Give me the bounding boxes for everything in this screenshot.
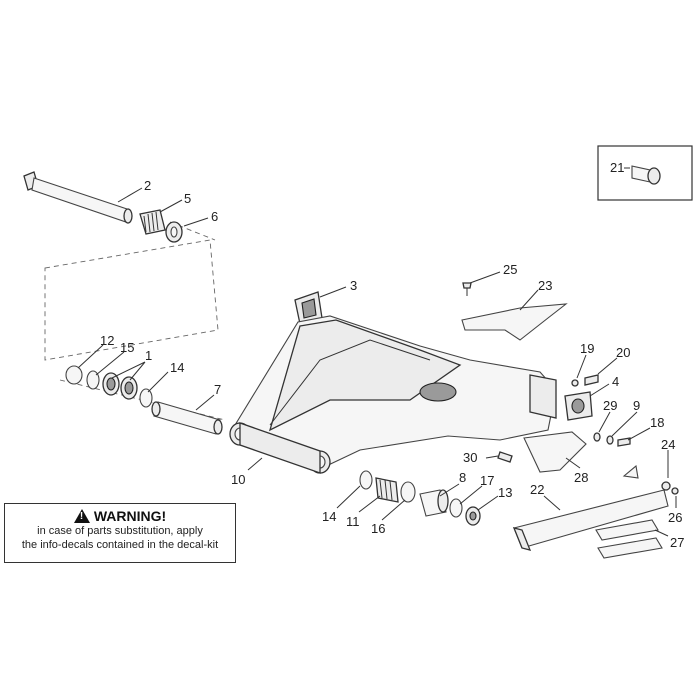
callout-30: 30 xyxy=(463,450,477,465)
callout-13: 13 xyxy=(498,485,512,500)
warning-notice: WARNING! in case of parts substitution, … xyxy=(4,503,236,563)
callout-18: 18 xyxy=(650,415,664,430)
warning-title: WARNING! xyxy=(93,508,167,524)
callout-1: 1 xyxy=(145,348,152,363)
part-screw xyxy=(462,282,472,296)
callout-26: 26 xyxy=(668,510,682,525)
callout-2: 2 xyxy=(144,178,151,193)
part-spacer-tube xyxy=(151,401,223,435)
part-pivot-bushing xyxy=(139,209,166,235)
callout-labels: 1 2 3 4 5 6 7 8 9 10 11 12 13 14 14 15 1… xyxy=(100,160,684,550)
callout-8: 8 xyxy=(459,470,466,485)
callout-25: 25 xyxy=(503,262,517,277)
callout-29: 29 xyxy=(603,398,617,413)
callout-17: 17 xyxy=(480,473,494,488)
part-pivot-nut xyxy=(165,221,183,243)
callout-9: 9 xyxy=(633,398,640,413)
callout-3: 3 xyxy=(350,278,357,293)
warning-line-1: in case of parts substitution, apply xyxy=(37,525,203,537)
callout-15: 15 xyxy=(120,340,134,355)
callout-12: 12 xyxy=(100,333,114,348)
part-swingarm xyxy=(229,315,557,474)
callout-20: 20 xyxy=(616,345,630,360)
part-chain-guard xyxy=(461,303,568,341)
callout-23: 23 xyxy=(538,278,552,293)
part-right-bearings xyxy=(359,470,481,526)
callout-19: 19 xyxy=(580,341,594,356)
callout-14b: 14 xyxy=(322,509,336,524)
callout-14a: 14 xyxy=(170,360,184,375)
callout-10: 10 xyxy=(231,472,245,487)
callout-22: 22 xyxy=(530,482,544,497)
callout-4: 4 xyxy=(612,374,619,389)
part-inset-bolt xyxy=(597,145,693,201)
part-chain-slider xyxy=(512,489,669,551)
callout-27: 27 xyxy=(670,535,684,550)
warning-triangle-icon xyxy=(73,509,90,523)
part-chain-slider-mount xyxy=(564,374,599,421)
callout-11: 11 xyxy=(346,514,360,529)
callout-6: 6 xyxy=(211,209,218,224)
part-pivot-bolt xyxy=(23,171,133,224)
callout-24: 24 xyxy=(661,437,675,452)
callout-28: 28 xyxy=(574,470,588,485)
callout-7: 7 xyxy=(214,382,221,397)
part-rubber-pad xyxy=(294,291,323,325)
warning-line-2: the info-decals contained in the decal-k… xyxy=(21,539,219,551)
callout-16: 16 xyxy=(371,521,385,536)
part-bracket xyxy=(523,431,587,473)
part-small-fasteners xyxy=(593,432,631,447)
callout-21: 21 xyxy=(610,160,624,175)
part-small-screw xyxy=(497,451,513,463)
callout-5: 5 xyxy=(184,191,191,206)
part-slider-fasteners xyxy=(622,464,679,495)
part-left-bearings xyxy=(65,365,153,408)
leader-lines xyxy=(77,167,677,537)
part-decal-strips xyxy=(595,519,663,559)
